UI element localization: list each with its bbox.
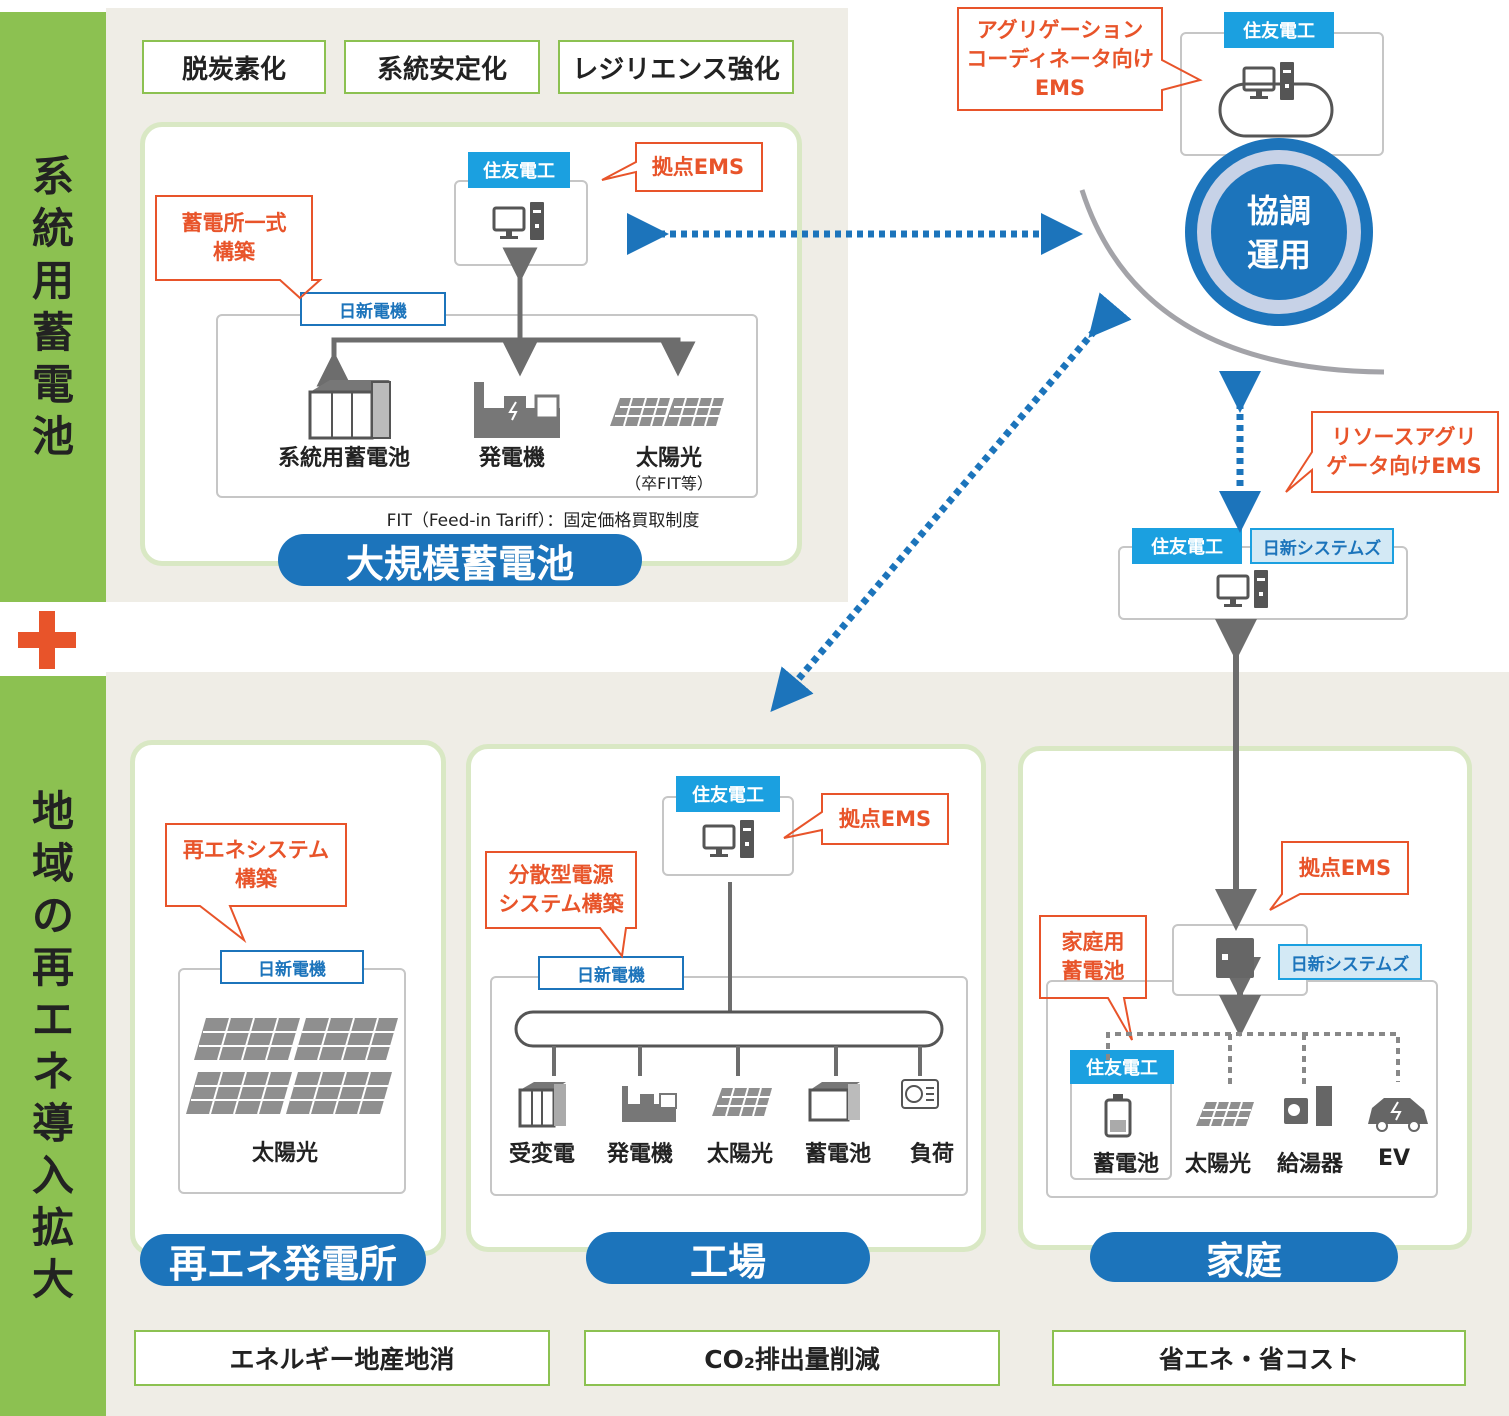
item-generator: 発電機 bbox=[606, 1142, 673, 1167]
load-icon bbox=[901, 1079, 939, 1109]
sumitomo-tag: 住友電工 bbox=[1070, 1050, 1174, 1084]
sumitomo-tag: 住友電工 bbox=[676, 776, 780, 812]
goal-co2-reduction: CO₂排出量削減 bbox=[584, 1330, 1000, 1386]
item-solar: 太陽光 bbox=[706, 1142, 773, 1167]
solar-panels-large bbox=[186, 1017, 398, 1115]
goal-resilience: レジリエンス強化 bbox=[558, 40, 794, 94]
coordination-arc bbox=[1079, 189, 1385, 375]
sumitomo-tag: 住友電工 bbox=[1224, 12, 1334, 48]
nissin-denki-tag: 日新電機 bbox=[538, 956, 684, 990]
nissin-denki-tag: 日新電機 bbox=[220, 950, 364, 984]
coordination-label: 協調 bbox=[1247, 192, 1311, 230]
callout-distributed-power: 分散型電源システム構築 bbox=[498, 863, 624, 916]
fit-footnote: FIT（Feed-in Tariff）：固定価格買取制度 bbox=[386, 511, 700, 531]
item-ev: EV bbox=[1377, 1146, 1411, 1171]
side-label-grid-battery: 系統用蓄電池 bbox=[0, 12, 106, 602]
renewable-plant-title: 再エネ発電所 bbox=[140, 1234, 426, 1286]
nissin-systems-tag: 日新システムズ bbox=[1278, 944, 1422, 980]
callout-base-ems-home: 拠点EMS bbox=[1298, 855, 1392, 880]
item-load: 負荷 bbox=[909, 1142, 954, 1167]
goal-energy-cost-saving: 省エネ・省コスト bbox=[1052, 1330, 1466, 1386]
nissin-denki-tag: 日新電機 bbox=[300, 292, 446, 326]
item-grid-battery: 系統用蓄電池 bbox=[277, 446, 410, 471]
callout-base-ems-factory: 拠点EMS bbox=[838, 806, 932, 831]
item-substation: 受変電 bbox=[508, 1142, 575, 1167]
substation-icon bbox=[518, 1082, 566, 1128]
item-water-heater: 給湯器 bbox=[1276, 1152, 1343, 1177]
item-solar: 太陽光 bbox=[1184, 1152, 1251, 1177]
item-solar: 太陽光 bbox=[635, 446, 702, 471]
plus-icon-vertical bbox=[39, 611, 55, 669]
solar-note: （卒FIT等） bbox=[625, 474, 713, 493]
ev-icon bbox=[1368, 1098, 1428, 1132]
callout-base-ems-top: 拠点EMS bbox=[651, 154, 745, 179]
side-label-regional-renewables: 地域の再エネ導入拡大 bbox=[0, 676, 106, 1416]
battery-cabinet-icon bbox=[308, 380, 391, 440]
item-generator: 発電機 bbox=[478, 446, 545, 471]
battery-cabinet-icon bbox=[808, 1082, 860, 1122]
water-heater-icon bbox=[1284, 1086, 1332, 1126]
solar-small-icon bbox=[1196, 1101, 1254, 1127]
goal-local-production: エネルギー地産地消 bbox=[134, 1330, 550, 1386]
cloud-shape bbox=[1218, 82, 1334, 138]
generator-icon bbox=[474, 382, 560, 438]
goal-grid-stability: 系統安定化 bbox=[344, 40, 540, 94]
home-meter-icon bbox=[1216, 938, 1254, 978]
home-battery-icon bbox=[1104, 1094, 1132, 1138]
callout-resource-aggregator: リソースアグリゲータ向けEMS bbox=[1326, 425, 1482, 478]
sumitomo-tag: 住友電工 bbox=[468, 152, 570, 188]
power-bus bbox=[514, 1010, 944, 1048]
item-battery: 蓄電池 bbox=[804, 1142, 871, 1167]
factory-title: 工場 bbox=[586, 1232, 870, 1284]
coordination-label: 運用 bbox=[1247, 236, 1311, 274]
item-home-battery: 蓄電池 bbox=[1092, 1152, 1159, 1177]
item-solar-plant: 太陽光 bbox=[251, 1141, 318, 1166]
nissin-systems-tag: 日新システムズ bbox=[1250, 528, 1394, 564]
callout-battery-station: 蓄電所一式構築 bbox=[181, 211, 287, 264]
callout-home-battery: 家庭用蓄電池 bbox=[1061, 930, 1125, 983]
callout-outlines bbox=[155, 7, 1499, 1041]
large-battery-title: 大規模蓄電池 bbox=[278, 534, 642, 586]
home-title: 家庭 bbox=[1090, 1232, 1398, 1283]
generator-icon bbox=[622, 1086, 677, 1122]
sumitomo-tag: 住友電工 bbox=[1132, 528, 1242, 564]
callout-renewable-system: 再エネシステム構築 bbox=[182, 838, 330, 891]
coordination-circle bbox=[1211, 164, 1347, 300]
goal-decarbonization: 脱炭素化 bbox=[142, 40, 326, 94]
